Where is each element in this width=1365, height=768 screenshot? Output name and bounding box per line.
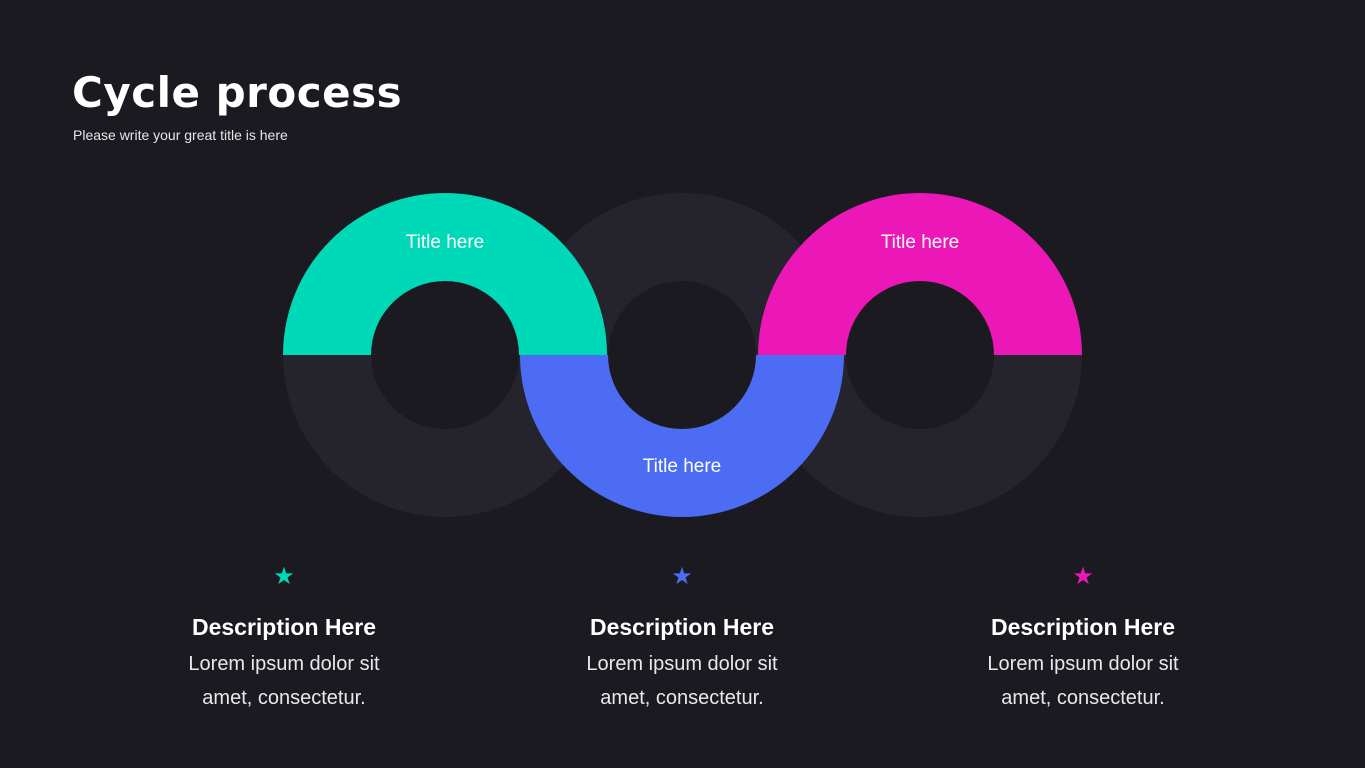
description-block: ★ Description Here Lorem ipsum dolor sit… <box>532 564 832 715</box>
segment-label: Title here <box>881 232 960 253</box>
page-title: Cycle process <box>72 68 403 117</box>
segment-magenta <box>758 193 1082 355</box>
segment-teal <box>283 193 607 355</box>
description-title: Description Here <box>990 614 1176 640</box>
star-icon: ★ <box>671 563 693 590</box>
description-title: Description Here <box>191 614 377 640</box>
star-icon: ★ <box>1072 563 1094 590</box>
star-icon: ★ <box>273 563 295 590</box>
description-line: Lorem ipsum dolor sit <box>987 653 1179 675</box>
segment-blue <box>520 355 844 517</box>
description-line: amet, consectetur. <box>600 687 764 709</box>
description-block: ★ Description Here Lorem ipsum dolor sit… <box>933 564 1233 715</box>
description-line: amet, consectetur. <box>1001 687 1165 709</box>
segment-label: Title here <box>643 456 722 477</box>
page-subtitle: Please write your great title is here <box>73 127 288 143</box>
segment-label: Title here <box>406 232 485 253</box>
description-title: Description Here <box>589 614 775 640</box>
description-block: ★ Description Here Lorem ipsum dolor sit… <box>134 564 434 715</box>
description-line: Lorem ipsum dolor sit <box>188 653 380 675</box>
description-line: Lorem ipsum dolor sit <box>586 653 778 675</box>
description-line: amet, consectetur. <box>202 687 366 709</box>
